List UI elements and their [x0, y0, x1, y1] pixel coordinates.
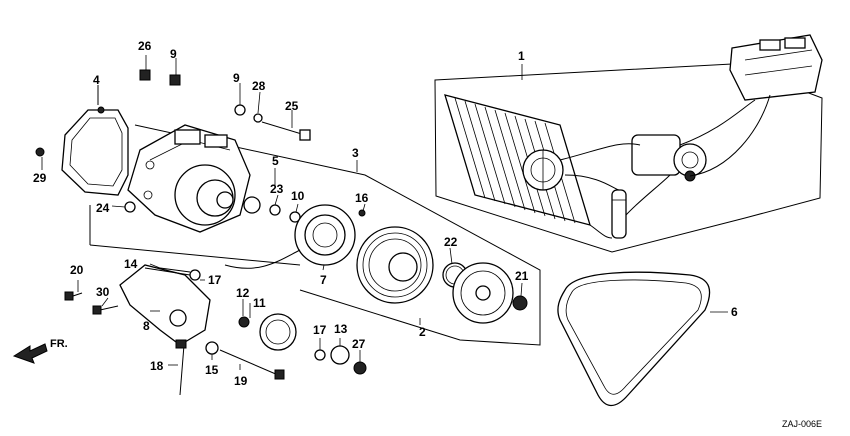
callout-5: 5: [272, 154, 279, 168]
idler-bracket: [119, 264, 297, 351]
callout-19: 19: [234, 374, 248, 388]
callout-13: 13: [334, 322, 348, 336]
system-inset: [434, 34, 823, 253]
callout-6: 6: [731, 305, 738, 319]
callout-14: 14: [124, 257, 138, 271]
callout-29: 29: [33, 171, 47, 185]
callout-11: 11: [253, 296, 266, 310]
callout-8: 8: [143, 319, 150, 333]
callout-10: 10: [291, 189, 305, 203]
v-belt: [557, 271, 711, 407]
small-parts-top: [35, 69, 311, 213]
callout-22: 22: [444, 235, 458, 249]
receiver-drier: [611, 189, 627, 239]
callout-3: 3: [352, 146, 359, 160]
assembly-outline: [89, 124, 541, 346]
callout-12: 12: [236, 286, 250, 300]
callout-7: 7: [320, 273, 327, 287]
evaporator-unit: [729, 34, 823, 101]
condenser: [444, 94, 591, 226]
callout-24: 24: [96, 201, 110, 215]
callout-26: 26: [138, 39, 152, 53]
front-direction-arrow: FR.: [12, 338, 68, 364]
callout-23: 23: [270, 182, 284, 196]
callout-15: 15: [205, 363, 219, 377]
callout-25: 25: [285, 99, 299, 113]
callout-16: 16: [355, 191, 369, 205]
compressor: [127, 124, 257, 233]
callout-21: 21: [515, 269, 529, 283]
leader-lines: [41, 55, 728, 370]
callout-17-lower: 17: [313, 323, 327, 337]
field-coil: [224, 204, 356, 269]
callout-9-top: 9: [170, 47, 177, 61]
diagram-code: ZAJ-006E: [782, 419, 822, 429]
armature-plate: [358, 209, 528, 324]
callout-labels: 1 2 3 4 5 6 7 8 9 9 10 11 12 13 14 15 16…: [33, 39, 738, 388]
callout-30: 30: [96, 285, 110, 299]
callout-28: 28: [252, 79, 266, 93]
direction-label: FR.: [50, 338, 68, 350]
callout-2: 2: [419, 325, 426, 339]
callout-17-upper: 17: [208, 273, 222, 287]
pulley: [356, 226, 434, 304]
callout-4: 4: [93, 73, 100, 87]
callout-18: 18: [150, 359, 164, 373]
bracket-cover: [61, 85, 129, 196]
bolts-lower: [64, 267, 367, 396]
callout-9: 9: [233, 71, 240, 85]
compressor-small: [631, 134, 707, 182]
callout-1: 1: [518, 49, 525, 63]
callout-27: 27: [352, 337, 366, 351]
shims: [243, 196, 301, 223]
callout-20: 20: [70, 263, 84, 277]
